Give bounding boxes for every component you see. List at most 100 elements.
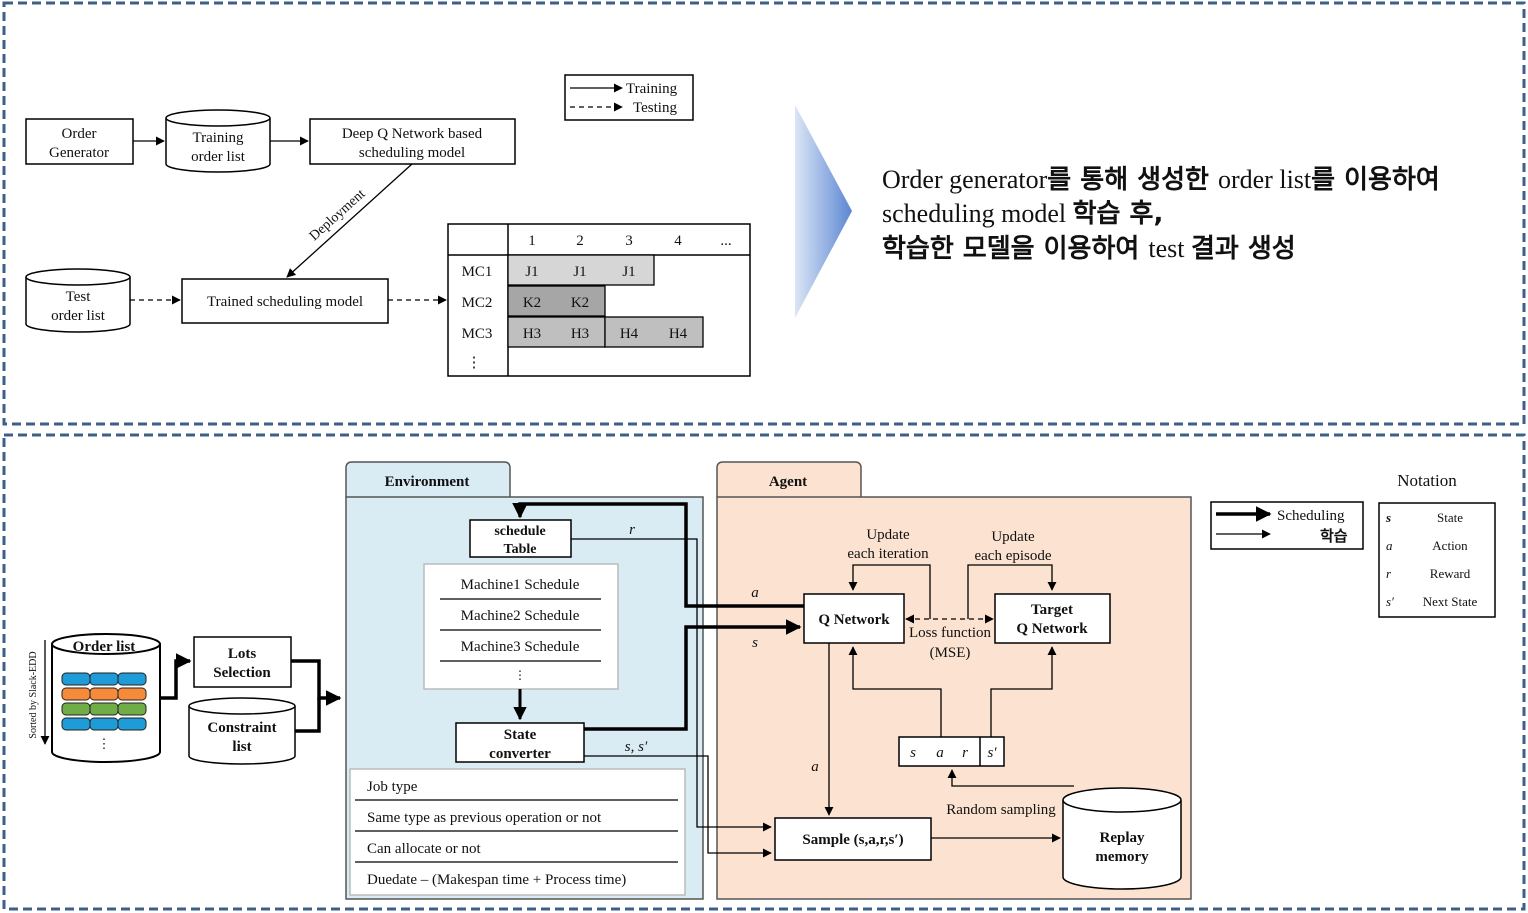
legend-learning: 학습 [1320,527,1348,545]
machine-schedule-list: Machine1 Schedule Machine2 Schedule Mach… [423,563,619,690]
tuple-s: s [910,745,916,761]
machine2-schedule: Machine2 Schedule [461,608,580,624]
description-line3: 학습한 모델을 이용하여 test 결과 생성 [882,234,1296,264]
transition-tuple: s a r s′ [898,736,1005,767]
constraint-list-cylinder: Constraint list [188,697,296,765]
replay-memory-line2: memory [1095,849,1149,865]
notation-meaning: Reward [1430,566,1471,581]
test-order-list-line1: Test [66,289,92,305]
symbol-s: s [752,635,758,651]
environment-tab-label: Environment [385,474,470,490]
notation-symbol: s′ [1386,594,1394,609]
tuple-r: r [962,745,968,761]
trained-model-label: Trained scheduling model [207,294,363,310]
description-segment: 결과 생성 [1191,234,1296,264]
lots-selection-line2: Selection [213,665,271,681]
replay-memory-cylinder: Replay memory [1062,787,1182,890]
gantt-cell: J1 [622,264,635,280]
gantt-cell: H4 [669,326,688,342]
notation-table: Notation s State a Action r Reward s′ Ne… [1378,471,1496,618]
gantt-col-more: ... [720,233,731,249]
trained-model-box: Trained scheduling model [181,278,389,324]
order-list-title: Order list [73,639,136,655]
order-tiles [61,672,147,731]
schedule-table-box: schedule Table [469,519,572,558]
gantt-col-3: 3 [625,233,633,249]
gantt-cell: H3 [571,326,589,342]
dqn-model-line2: scheduling model [359,145,465,161]
lots-selection-line1: Lots [228,646,257,662]
description-segment: scheduling model [882,199,1073,228]
line-style-legend: Training Testing [564,74,694,121]
gantt-row-mc2: MC2 [462,295,493,311]
chevron-arrow-icon [795,105,852,318]
symbol-a-top: a [751,585,759,601]
test-order-list-cylinder: Test order list [25,268,131,333]
order-generator-line1: Order [62,126,97,142]
description-segment: test [1148,234,1191,263]
replay-memory-line1: Replay [1100,830,1146,846]
sample-box: Sample (s,a,r,s′) [774,817,932,861]
tuple-a: a [936,745,944,761]
test-order-list-line2: order list [51,308,106,324]
feature-item: Can allocate or not [367,841,482,857]
loss-function-line2: (MSE) [930,645,971,661]
feature-item: Job type [367,779,418,795]
sample-label: Sample (s,a,r,s′) [802,832,903,848]
description-segment: 학습 후, [1073,199,1164,229]
sorted-by-label: Sorted by Slack-EDD [28,651,39,738]
update-iteration-line1: Update [866,527,910,543]
gantt-cell: K2 [523,295,541,311]
state-converter-line1: State [504,727,537,743]
notation-meaning: Action [1432,538,1468,553]
lots-selection-box: Lots Selection [193,636,292,688]
random-sampling-label: Random sampling [946,802,1056,818]
legend-training: Training [626,81,678,97]
feature-item: Same type as previous operation or not [367,810,602,826]
gantt-row-more: ⋮ [467,355,482,371]
gantt-cell: H4 [620,326,639,342]
legend-testing: Testing [633,100,677,116]
schedule-table-line1: schedule [494,524,545,539]
gantt-col-4: 4 [674,233,682,249]
description-line1: Order generator를 통해 생성한 order list를 이용하여 [882,165,1440,195]
description-line2: scheduling model 학습 후, [882,199,1163,229]
update-iteration-line2: each iteration [847,546,929,562]
gantt-cell: K2 [571,295,589,311]
loss-function-line1: Loss function [909,625,992,641]
training-order-list-line1: Training [192,130,244,146]
schedule-table-line2: Table [504,542,537,557]
notation-meaning: State [1437,510,1463,525]
training-order-list-cylinder: Training order list [165,109,271,173]
notation-symbol: s [1385,510,1391,525]
target-q-network-box: Target Q Network [994,593,1111,644]
state-converter-box: State converter [455,722,585,763]
machine3-schedule: Machine3 Schedule [461,639,580,655]
constraint-list-line1: Constraint [207,720,276,736]
dqn-model-line1: Deep Q Network based [342,126,483,142]
description-text: Order generator를 통해 생성한 order list를 이용하여… [882,165,1440,264]
description-segment: 학습한 모델을 이용하여 [882,234,1148,264]
legend-scheduling: Scheduling [1277,508,1345,524]
deployment-label: Deployment [307,187,369,245]
machine1-schedule: Machine1 Schedule [461,577,580,593]
update-episode-line2: each episode [974,548,1051,564]
symbol-r: r [629,522,635,538]
q-network-label: Q Network [818,612,890,628]
target-q-network-line1: Target [1031,602,1073,618]
order-generator-line2: Generator [49,145,109,161]
notation-symbol: r [1386,566,1392,581]
gantt-cell: J1 [573,264,586,280]
gantt-cell: J1 [525,264,538,280]
description-segment: 를 이용하여 [1311,165,1440,195]
order-generator-box: Order Generator [25,118,134,165]
order-list-cylinder: Order list ⋮ [51,633,161,763]
machine-more: ⋮ [514,668,526,682]
notation-meaning: Next State [1423,594,1478,609]
gantt-col-2: 2 [576,233,584,249]
symbol-a-down: a [811,759,819,775]
arrow-legend: Scheduling 학습 [1210,501,1364,550]
agent-tab-label: Agent [769,474,807,490]
symbol-s-sprime: s, s′ [625,739,648,755]
